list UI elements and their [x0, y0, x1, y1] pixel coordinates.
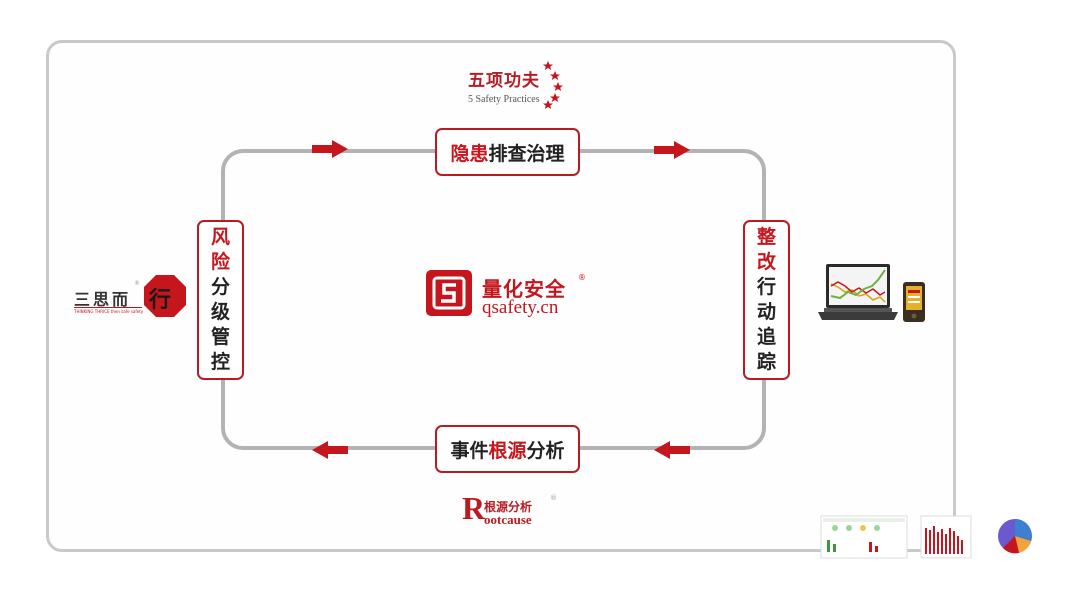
step-highlight: 隐患	[450, 142, 489, 165]
rootcause-logo: R 根源分析 ootcause ®	[462, 490, 592, 530]
step-char: 级	[210, 301, 230, 323]
stop-octagon-icon	[144, 275, 186, 317]
step-hazard-investigation: 隐患排查治理	[435, 128, 580, 176]
bar-report-thumbnail	[920, 515, 972, 559]
step-char: 管	[210, 326, 230, 348]
title-en: 5 Safety Practices	[468, 94, 540, 105]
rootcause-initial: R	[462, 490, 486, 526]
think-thrice-logo: 三思而 ® THINKING THRICE then safe safety 行	[70, 272, 186, 320]
dashboard-thumbnail	[820, 515, 908, 559]
brand-domain: qsafety.cn	[482, 297, 559, 318]
step-risk-grading: 风 险 分 级 管 控	[197, 220, 244, 380]
logo-badge-text: 行	[149, 287, 172, 313]
logo-text: 三思而	[74, 290, 132, 309]
step-char: 整	[756, 226, 776, 248]
rootcause-cn: 根源分析	[484, 500, 533, 514]
qsafety-logo-icon	[426, 270, 472, 316]
step-char: 分	[210, 276, 230, 298]
stars-icon	[543, 61, 563, 109]
report-thumbnails	[820, 515, 1032, 559]
step-char: 动	[756, 301, 776, 323]
step-char: 风	[210, 226, 230, 248]
arrow-left-icon	[654, 441, 690, 459]
five-practices-title: 五项功夫 5 Safety Practices	[448, 60, 578, 110]
registered-mark: ®	[550, 494, 557, 502]
step-char: 险	[210, 251, 230, 273]
step-text: 排查治理	[488, 142, 565, 165]
step-root-cause-analysis: 事件根源分析	[435, 425, 580, 473]
step-char: 追	[756, 326, 776, 348]
step-text: 事件	[450, 439, 489, 462]
pie-report-thumbnail	[998, 519, 1032, 554]
arrow-right-icon	[312, 140, 348, 158]
registered-mark: ®	[578, 273, 586, 282]
title-cn: 五项功夫	[468, 71, 540, 91]
step-text: 分析	[526, 439, 565, 462]
step-char: 控	[210, 351, 230, 373]
logo-subtitle: THINKING THRICE then safe safety	[74, 309, 144, 314]
brand-name-cn: 量化安全	[482, 277, 566, 301]
laptop-chart-icon	[818, 264, 898, 320]
step-char: 行	[756, 276, 776, 298]
registered-mark: ®	[134, 280, 140, 287]
rootcause-en: ootcause	[484, 512, 532, 527]
logo-underline	[74, 307, 142, 308]
step-highlight: 根源	[488, 439, 527, 462]
step-char: 改	[756, 251, 776, 273]
step-char: 踪	[756, 351, 776, 373]
arrow-right-icon	[654, 141, 690, 159]
step-rectification-tracking: 整 改 行 动 追 踪	[743, 220, 790, 380]
mobile-device-icon	[903, 282, 925, 322]
arrow-left-icon	[312, 441, 348, 459]
